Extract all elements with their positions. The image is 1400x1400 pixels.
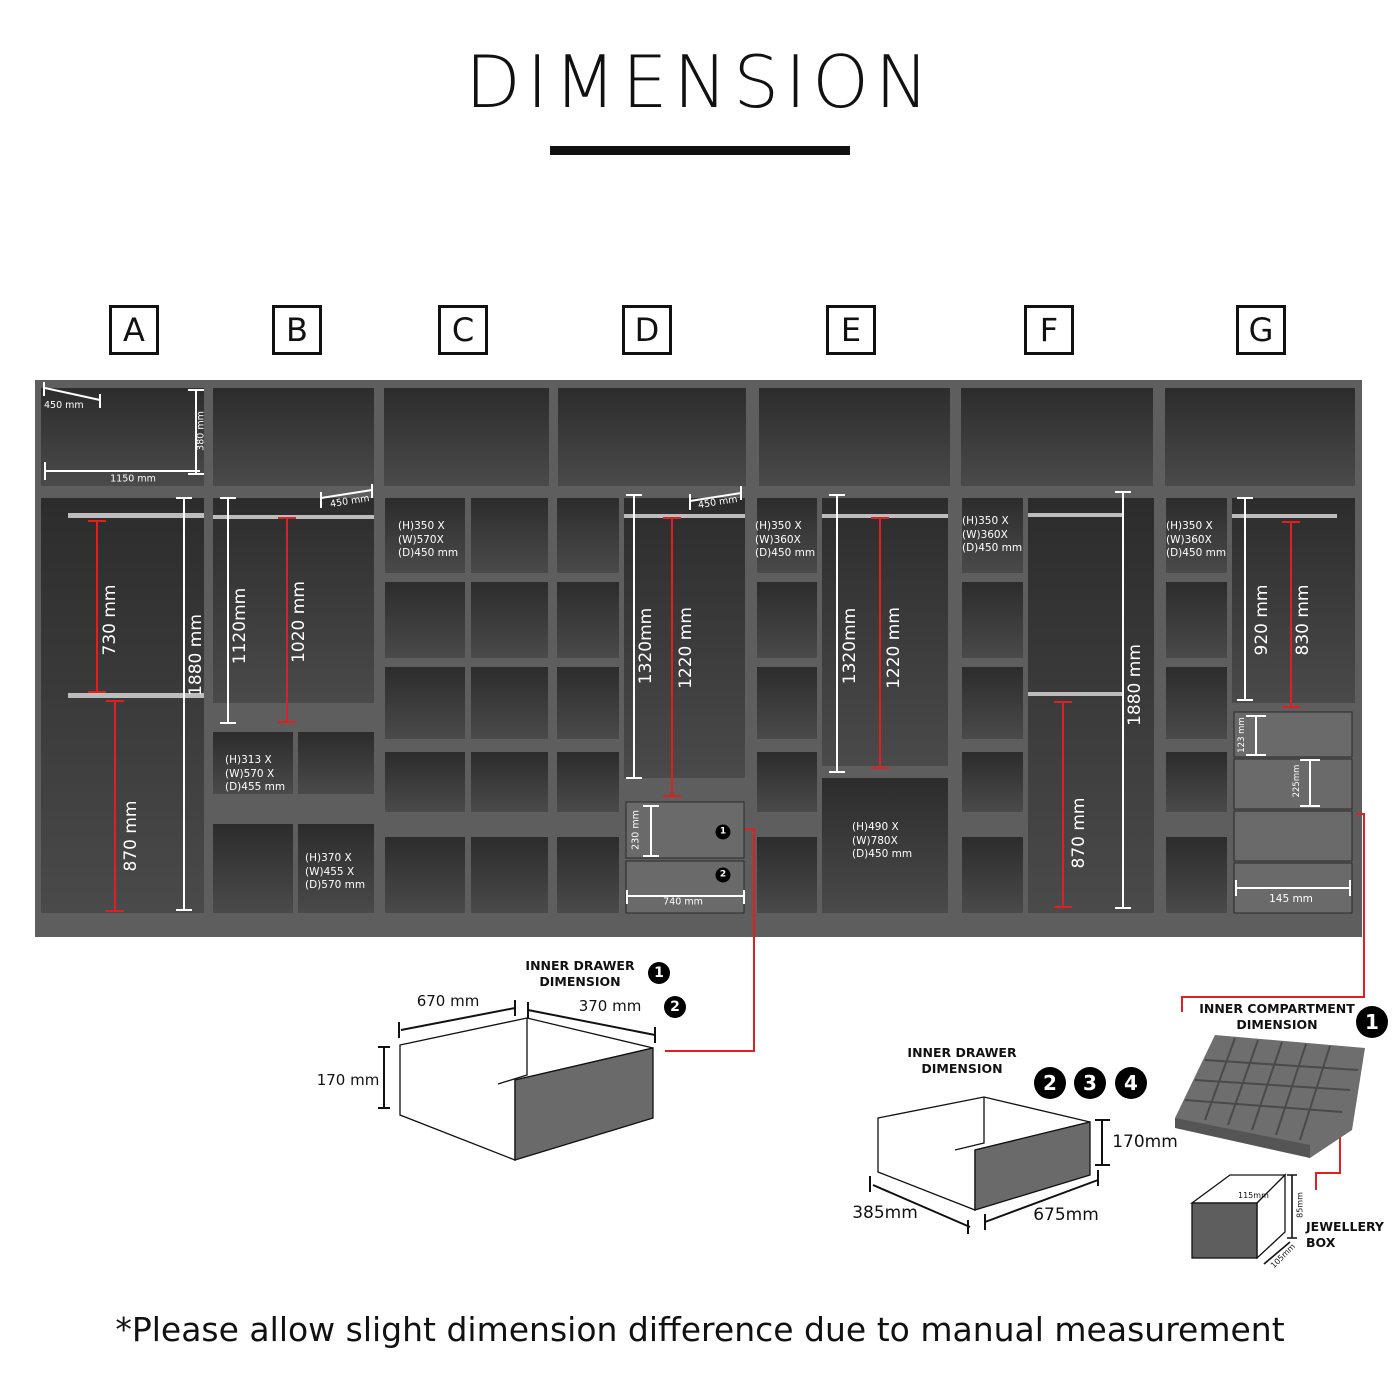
f-total-height-label: 1880 mm [1125,644,1145,726]
dim-line: (D)450 mm [1166,547,1227,559]
b-cell2-dimension: (H)370 X(W)455 X(D)570 mm [305,852,365,893]
a-rail2-label: 870 mm [121,800,141,872]
g-hanging-label: 920 mm [1252,584,1272,656]
heading-line: JEWELLERY [1306,1219,1384,1234]
dim-line: (H)350 X [962,515,1009,527]
title-underline [550,146,850,155]
dim-line: (W)455 X [305,865,355,878]
page-title: DIMENSION [465,40,935,124]
red-dimension-lines [88,517,1365,1190]
dim-line: (W)780X [852,834,898,847]
white-dimension-lines [43,382,1351,911]
dim-line: (W)360X [755,533,801,546]
inner-compartment-tray-drawing [1175,1035,1365,1158]
b-cell1-dimension: (H)313 X(W)570 X(D)455 mm [225,754,285,795]
a-top-height-label: 380 mm [195,411,207,451]
drawer1-depth-label: 370 mm [578,997,642,1015]
dim-line: (W)360X [962,528,1008,541]
heading-line: DIMENSION [539,974,621,989]
dim-line: (H)350 X [1166,520,1213,532]
g-drawer1-height-label: 123 mm [1237,717,1247,753]
heading-line: INNER COMPARTMENT [1199,1001,1355,1016]
d-hanging-label: 1320mm [636,607,656,685]
dim-line: (H)313 X [225,754,272,766]
b-rail-label: 1020 mm [289,581,309,663]
heading-line: DIMENSION [1236,1017,1318,1032]
a-width-label: 1150 mm [110,473,156,485]
drawer-badge-1: 1 [715,824,731,840]
drawer1-width-label: 670 mm [416,992,480,1010]
badge-1: 1 [1356,1006,1388,1038]
wardrobe-cabinet [35,380,1362,937]
dim-line: (D)450 mm [962,542,1023,554]
g-rail-label: 830 mm [1293,584,1313,656]
dim-line: (W)360X [1166,533,1212,546]
d-drawer-width-label: 740 mm [663,896,703,908]
badge-3: 3 [1074,1067,1106,1099]
section-label-c: C [438,305,488,355]
dim-line: (D)450 mm [755,547,816,559]
inner-drawer-1-drawing [378,1000,656,1161]
dim-line: (D)570 mm [305,879,366,891]
b-hanging-label: 1120mm [230,587,250,665]
inner-drawer-2-drawing [869,1096,1110,1234]
g-drawer2-height-label: 225mm [1292,764,1302,798]
a-depth-label: 450 mm [44,400,84,411]
badge-1: 1 [648,962,670,984]
e-cabinet-dimension: (H)490 X(W)780X(D)450 mm [852,821,912,862]
badge-2: 2 [1034,1067,1066,1099]
heading-line: DIMENSION [921,1061,1003,1076]
f-cell-dimension: (H)350 X(W)360X(D)450 mm [962,515,1022,556]
section-label-g: G [1236,305,1286,355]
dim-line: (W)570 X [225,767,275,780]
dim-line: (D)450 mm [398,547,459,559]
d-drawer-height-label: 230 mm [630,810,642,850]
heading-line: INNER DRAWER [907,1045,1017,1060]
disclaimer-footer: *Please allow slight dimension differenc… [115,1310,1285,1349]
c-cell-dimension: (H)350 X(W)570X(D)450 mm [398,520,458,561]
drawer2-height-label: 170mm [1112,1132,1178,1152]
dim-line: (H)370 X [305,852,352,864]
e-rail-label: 1220 mm [884,607,904,689]
drawer2-depth-label: 385mm [852,1203,918,1223]
a-total-height-label: 1880 mm [186,614,206,696]
dim-line: (W)570X [398,533,444,546]
dim-line: (H)490 X [852,821,899,833]
heading-line: INNER DRAWER [525,958,635,973]
section-label-e: E [826,305,876,355]
section-label-b: B [272,305,322,355]
badge-2: 2 [664,996,686,1018]
section-label-f: F [1024,305,1074,355]
d-rail-label: 1220 mm [676,607,696,689]
e-cell-dimension: (H)350 X(W)360X(D)450 mm [755,520,815,561]
jewellery-height-label: 85mm [1295,1192,1305,1218]
a-rail1-label: 730 mm [100,584,120,656]
badge-4: 4 [1115,1067,1147,1099]
dim-line: (H)350 X [755,520,802,532]
g-cell-dimension: (H)350 X(W)360X(D)450 mm [1166,520,1226,561]
section-label-d: D [622,305,672,355]
jewellery-box-drawing [1190,1173,1297,1265]
jewellery-width-label: 115mm [1238,1191,1269,1200]
drawer1-height-label: 170 mm [316,1071,380,1089]
e-hanging-label: 1320mm [840,607,860,685]
dim-line: (D)450 mm [852,848,913,860]
heading-line: BOX [1306,1235,1336,1250]
g-drawer-width-label: 145 mm [1269,893,1313,905]
dim-line: (D)455 mm [225,781,286,793]
drawer2-width-label: 675mm [1033,1205,1099,1225]
f-rail-label: 870 mm [1069,797,1089,869]
section-label-a: A [109,305,159,355]
dim-line: (H)350 X [398,520,445,532]
drawer-badge-2: 2 [715,867,731,883]
